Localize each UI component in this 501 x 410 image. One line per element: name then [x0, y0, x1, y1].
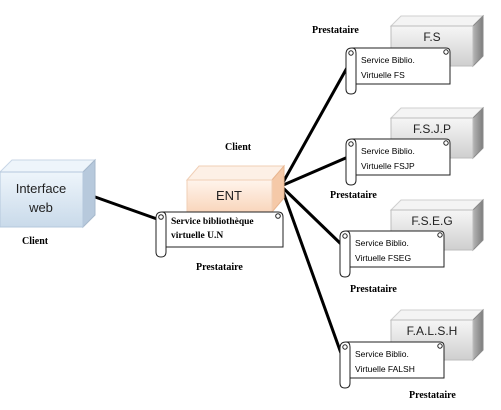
client-box-top: [0, 159, 97, 173]
faculty-box-label: F.S.J.P: [413, 122, 451, 136]
faculty-node-falsh: F.A.L.S.H Service Biblio. Virtuelle FALSH P…: [339, 308, 485, 401]
ent-box-top: [185, 165, 286, 181]
ent-box-front: [186, 179, 273, 213]
faculty-scroll-line2: Virtuelle FSJP: [361, 161, 415, 171]
faculty-scroll-line2: Virtuelle FALSH: [355, 364, 415, 374]
client-web-role-label: Client: [22, 236, 49, 247]
client-web-node: Interface web: [0, 158, 97, 229]
faculty-box-top: [389, 199, 485, 211]
faculty-box-label: F.S.E.G: [411, 214, 452, 228]
faculty-node-fsjp: F.S.J.P Service Biblio. Virtuelle FSJP Pres…: [330, 106, 485, 201]
faculty-box-label: F.S: [423, 30, 440, 44]
faculty-scroll-line1: Service Biblio.: [361, 55, 415, 65]
ent-scroll-line1: Service bibliothèque: [171, 217, 254, 227]
faculty-scroll-body: [339, 230, 445, 278]
faculty-scroll-line1: Service Biblio.: [355, 349, 409, 359]
faculty-role-label: Prestataire: [350, 284, 397, 295]
connector-ent-falsh: [279, 184, 344, 358]
client-box-front: [0, 171, 84, 228]
ent-scroll-body: [155, 211, 284, 258]
faculty-box-top: [389, 107, 485, 119]
faculty-box-top: [389, 309, 485, 321]
ent-scroll: Service bibliothèque virtuelle U.N: [155, 211, 284, 258]
faculties-layer: F.S Service Biblio. Virtuelle FS Prestatair…: [312, 14, 485, 401]
client-box-label-line1: Interface: [16, 181, 67, 196]
faculty-role-label: Prestataire: [409, 390, 456, 401]
ent-top-role-label: Client: [225, 142, 252, 153]
faculty-role-label: Prestataire: [312, 25, 359, 36]
ent-node: ENT: [185, 164, 286, 214]
faculty-scroll-body: [345, 138, 451, 186]
faculty-scroll-line2: Virtuelle FSEG: [355, 253, 411, 263]
faculty-scroll-line2: Virtuelle FS: [361, 70, 405, 80]
faculty-scroll-body: [339, 341, 445, 389]
faculty-box-top: [389, 15, 485, 27]
ent-box-label: ENT: [216, 188, 242, 203]
connector-ent-fsjp: [279, 155, 350, 188]
faculty-scroll-line1: Service Biblio.: [361, 146, 415, 156]
faculty-box-label: F.A.L.S.H: [407, 324, 458, 338]
connector-ent-fseg: [279, 184, 344, 247]
client-box-side: [82, 158, 96, 229]
faculty-role-label: Prestataire: [330, 190, 377, 201]
faculty-scroll-line1: Service Biblio.: [355, 238, 409, 248]
ent-bottom-role-label: Prestataire: [196, 262, 243, 273]
connector-ent-fs: [279, 64, 350, 188]
faculty-scroll-body: [345, 47, 451, 95]
faculty-node-fs: F.S Service Biblio. Virtuelle FS Prestatair…: [312, 14, 485, 95]
ent-scroll-line2: virtuelle U.N: [171, 231, 223, 241]
client-box-label-line2: web: [28, 200, 53, 215]
